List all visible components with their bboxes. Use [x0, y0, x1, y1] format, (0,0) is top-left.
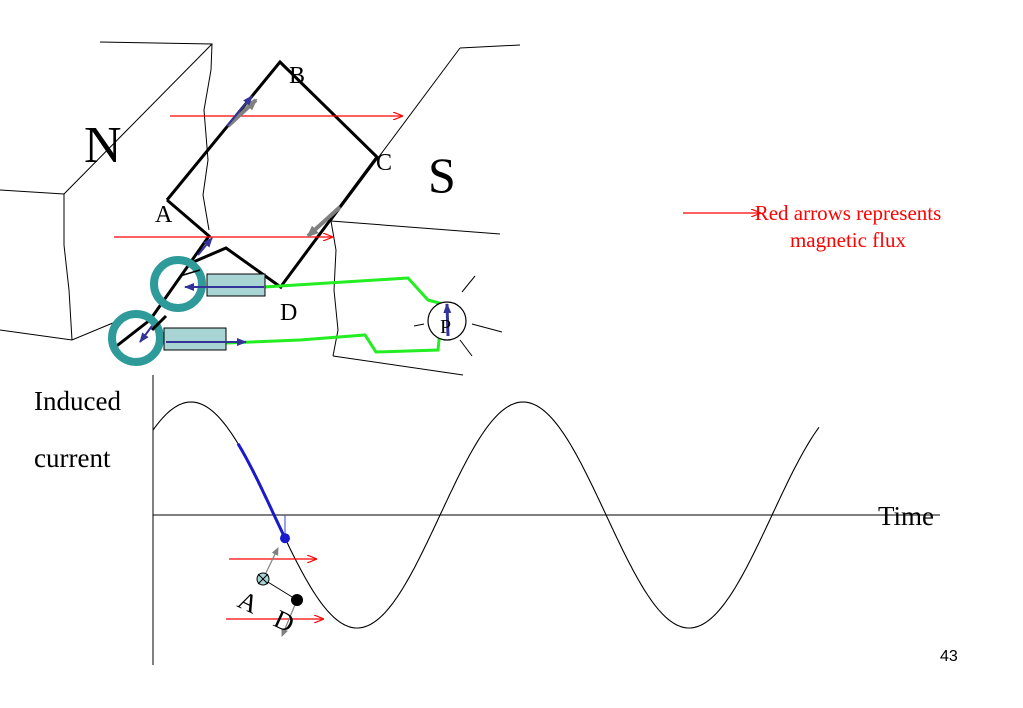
south-pole-label: S: [428, 147, 456, 203]
corner-d-label: D: [280, 300, 297, 326]
corner-c-label: C: [376, 150, 392, 176]
north-pole-label: N: [84, 117, 122, 174]
slip-ring-upper: [150, 256, 206, 312]
corner-a-label: A: [155, 202, 173, 228]
brush-upper: [206, 273, 266, 297]
inset-motion-arrow-d: [281, 599, 298, 637]
current-position-dot: [280, 533, 290, 544]
south-magnet: [330, 44, 521, 376]
axle-segment: [150, 314, 168, 332]
corner-b-label: B: [289, 63, 305, 89]
lamp: [413, 275, 503, 357]
slip-ring-lower: [108, 310, 164, 366]
north-magnet: [0, 41, 213, 341]
current-time-graph: [152, 375, 940, 665]
motion-arrow-cd: [306, 205, 342, 238]
motion-arrow-ab: [226, 98, 258, 128]
lamp-label: P: [440, 316, 451, 338]
legend-text: Red arrows represents magnetic flux: [754, 201, 942, 252]
circuit-wires: [225, 276, 451, 354]
graph-ylabel-line2: current: [34, 443, 111, 473]
ring-connector: [179, 269, 201, 277]
graph-xlabel: Time: [878, 501, 934, 531]
current-highlight-segment: [236, 442, 287, 539]
inset-label-d: D: [269, 604, 298, 638]
current-arrow-a: [197, 237, 213, 256]
coil-loop: [113, 59, 379, 350]
inset-coil-side: [262, 578, 298, 601]
inset-point-d: [291, 594, 303, 606]
current-arrow-ab: [226, 95, 253, 127]
graph-ylabel-line1: Induced: [34, 386, 121, 416]
brush-lower: [163, 327, 227, 351]
inset-label-a: A: [233, 585, 262, 619]
orientation-inset: [226, 547, 323, 637]
current-arrow-ring: [139, 325, 153, 343]
page-number: 43: [940, 648, 958, 665]
